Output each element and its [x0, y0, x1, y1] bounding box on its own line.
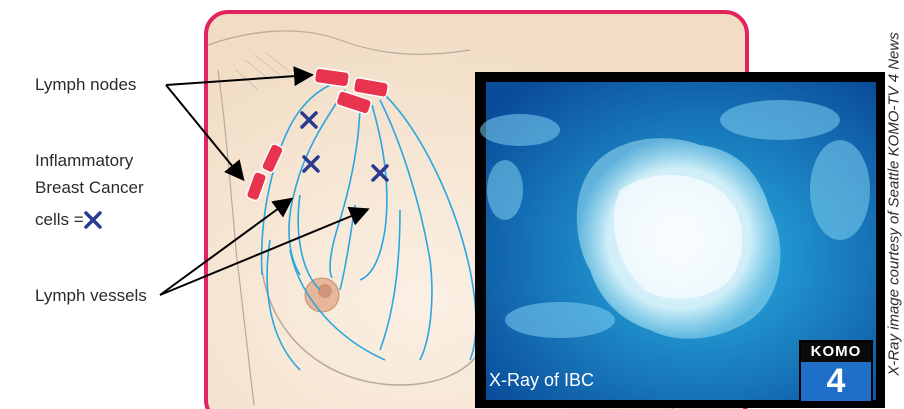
xray-caption: X-Ray of IBC	[489, 370, 594, 391]
nipple	[318, 284, 332, 298]
komo-logo-number: 4	[801, 362, 871, 401]
lymph-nodes-label: Lymph nodes	[35, 72, 136, 97]
ibc-label-line2: Breast Cancer	[35, 175, 144, 200]
komo-logo-text: KOMO	[801, 342, 871, 362]
x-mark-icon	[86, 213, 100, 227]
image-credit: X-Ray image courtesy of Seattle KOMO-TV …	[886, 32, 903, 375]
ibc-label-line1: Inflammatory	[35, 148, 133, 173]
komo-logo: KOMO 4	[799, 340, 873, 401]
ibc-label-line3: cells =	[35, 207, 84, 232]
lymph-vessels-label: Lymph vessels	[35, 283, 147, 308]
